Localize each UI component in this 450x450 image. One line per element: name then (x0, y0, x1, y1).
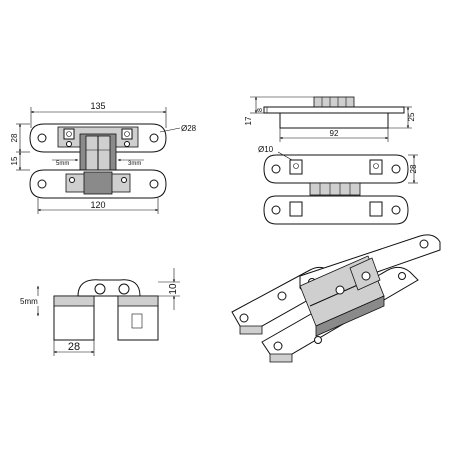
dim-hole-diameter: Ø10 (258, 145, 274, 154)
dim-inner-width: 120 (90, 200, 105, 210)
dim-height-top: 28 (10, 133, 19, 142)
dim-side-length: 92 (330, 129, 339, 138)
dim-side-depth: 25 (407, 112, 416, 121)
end-view: 5mm 10 28 (20, 268, 180, 356)
side-view: 17 8 25 92 (244, 96, 416, 142)
end-adjust-label: 5mm (20, 297, 38, 306)
dim-side-part: 8 (257, 108, 264, 112)
dim-diameter: Ø28 (181, 124, 197, 133)
dim-end-height: 10 (168, 283, 179, 295)
dim-top-height: 28 (409, 164, 418, 173)
dim-overall-width: 135 (90, 101, 105, 111)
dim-end-width: 28 (68, 341, 80, 353)
adjust-right-label: 3mm (128, 161, 141, 167)
dim-height-bottom: 15 (10, 156, 19, 165)
isometric-view (231, 234, 441, 363)
top-view: Ø10 28 (258, 145, 418, 225)
dim-side-height: 17 (244, 116, 253, 125)
front-view: 135 5mm 3mm Ø28 (10, 101, 197, 214)
adjust-left-label: 5mm (56, 161, 69, 167)
